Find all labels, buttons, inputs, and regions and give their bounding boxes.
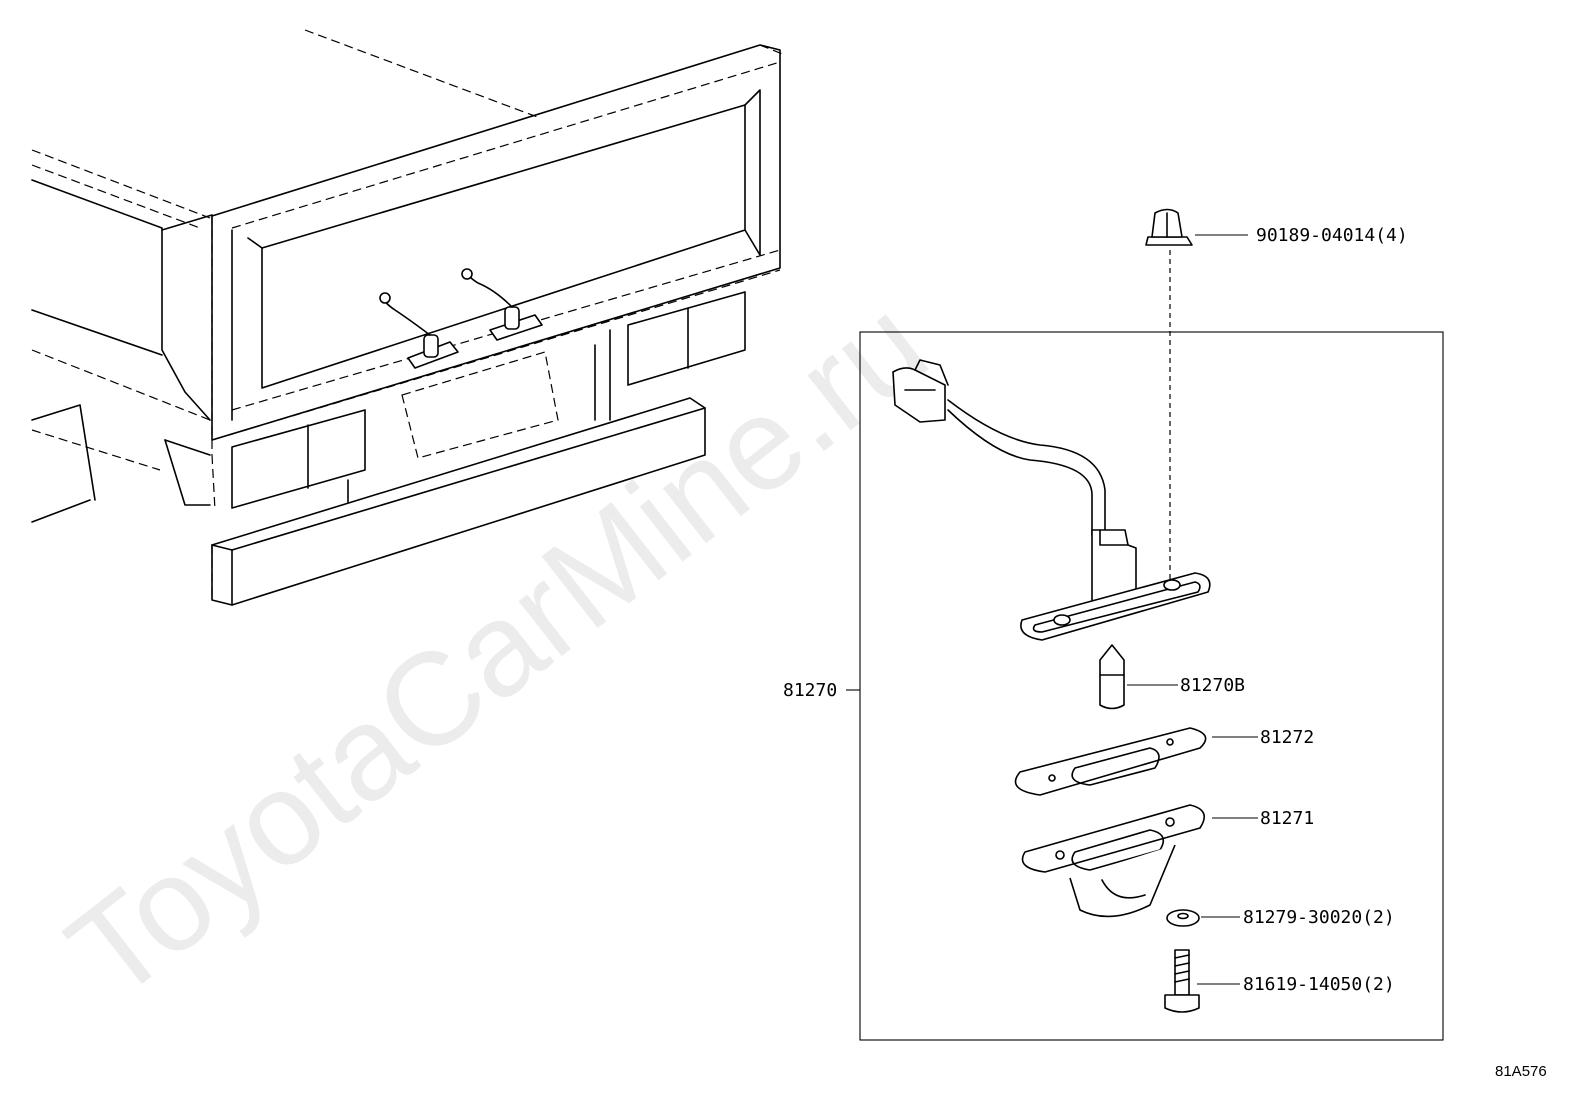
diagram-code: 81A576 [1495,1063,1547,1080]
part-label-bulb: 81270B [1180,675,1245,696]
assembly-frame [859,331,1444,1041]
watermark: ToyotaCarMine.ru [42,270,953,1027]
part-label-gasket: 81272 [1260,727,1314,748]
part-label-washer: 81279-30020(2) [1243,907,1395,928]
housing-part [1021,804,1206,918]
gasket-part [1014,727,1207,796]
part-label-clip: 90189-04014(4) [1256,225,1408,246]
part-label-housing: 81271 [1260,808,1314,829]
truck-rear-body [31,29,786,606]
screw-part [1164,949,1200,1013]
installed-license-lamps [379,268,543,369]
part-label-screw: 81619-14050(2) [1243,974,1395,995]
bulb-part [1099,644,1125,710]
part-label-assembly: 81270 [783,680,837,701]
lamp-assembly-part [892,359,1211,641]
washer-part [1166,909,1200,927]
clip-part [1145,208,1193,246]
